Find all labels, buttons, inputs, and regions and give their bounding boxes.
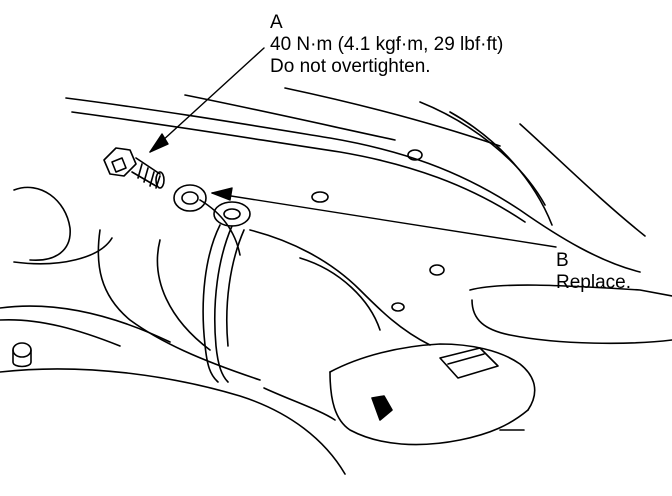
leader-lines — [149, 47, 557, 248]
callout-b-note: Replace. — [556, 272, 631, 293]
body-holes — [311, 149, 445, 312]
callout-a-letter: A — [270, 12, 283, 33]
arrowhead-a — [149, 133, 169, 153]
wire-harness — [202, 201, 251, 383]
leader-line-a — [149, 47, 265, 153]
trunk-floor — [97, 199, 431, 381]
rear-panel — [263, 284, 672, 446]
arrowhead-b — [211, 187, 233, 201]
body-panel-upper — [65, 87, 646, 273]
callout-a: A 40 N·m (4.1 kgf·m, 29 lbf·ft) Do not o… — [270, 12, 503, 78]
callout-b: B Replace. — [556, 250, 631, 294]
bolt-a — [103, 147, 165, 189]
wheel-arch — [0, 186, 346, 475]
leader-line-b — [211, 192, 557, 248]
washer-b — [173, 184, 207, 212]
callout-a-note: Do not overtighten. — [270, 56, 431, 77]
rubber-plug — [12, 342, 32, 368]
callout-a-torque: 40 N·m (4.1 kgf·m, 29 lbf·ft) — [270, 34, 504, 55]
callout-b-letter: B — [556, 250, 569, 271]
